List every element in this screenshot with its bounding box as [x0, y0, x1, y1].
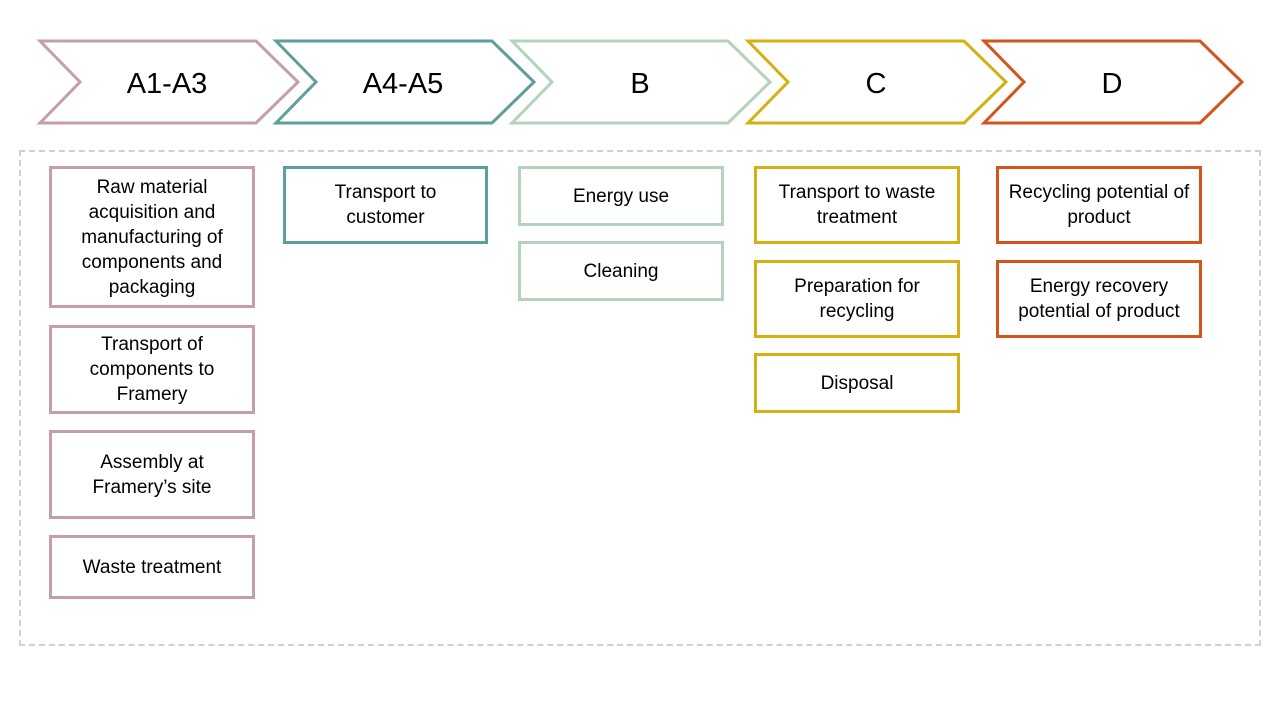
- process-box-preparation-recycling: Preparation for recycling: [754, 260, 960, 338]
- process-label: Energy recovery potential of product: [1018, 276, 1180, 322]
- process-label: Disposal: [820, 372, 894, 394]
- process-box-recycling-potential: Recycling potential of product: [996, 166, 1202, 244]
- process-box-waste-treatment: Waste treatment: [49, 535, 255, 599]
- process-box-transport-waste-treatment: Transport to waste treatment: [754, 166, 960, 244]
- process-box-assembly: Assembly at Framery’s site: [49, 430, 255, 519]
- stage-label: B: [630, 68, 649, 100]
- process-label: Cleaning: [583, 260, 659, 282]
- process-box-transport-components: Transport of components to Framery: [49, 325, 255, 414]
- chevron-shape: [980, 39, 1245, 125]
- process-label: Transport to customer: [334, 182, 437, 228]
- system-boundary-frame: [19, 150, 1261, 646]
- process-box-cleaning: Cleaning: [518, 241, 724, 301]
- process-label: Preparation for recycling: [794, 276, 920, 322]
- process-box-raw-material: Raw material acquisition and manufacturi…: [49, 166, 255, 308]
- stage-label: C: [866, 68, 887, 100]
- process-label: Waste treatment: [82, 556, 222, 578]
- stage-a4-a5-chevron: A4-A5: [272, 39, 537, 125]
- process-label: Assembly at Framery’s site: [92, 451, 212, 498]
- chevron-shape: [744, 39, 1009, 125]
- process-label: Raw material acquisition and manufacturi…: [81, 176, 223, 298]
- stage-a1-a3-chevron: A1-A3: [36, 39, 301, 125]
- stage-d-chevron: D: [980, 39, 1245, 125]
- chevron-shape: [508, 39, 773, 125]
- stage-label: D: [1102, 68, 1123, 100]
- process-box-energy-recovery: Energy recovery potential of product: [996, 260, 1202, 338]
- stage-b-chevron: B: [508, 39, 773, 125]
- process-label: Transport to waste treatment: [778, 182, 936, 228]
- stage-c-chevron: C: [744, 39, 1009, 125]
- process-label: Energy use: [572, 185, 670, 207]
- process-box-energy-use: Energy use: [518, 166, 724, 226]
- chevron-shape: [36, 39, 301, 125]
- process-box-disposal: Disposal: [754, 353, 960, 413]
- stage-label: A1-A3: [127, 68, 208, 100]
- process-label: Transport of components to Framery: [89, 334, 215, 405]
- chevron-shape: [272, 39, 537, 125]
- stage-label: A4-A5: [363, 68, 444, 100]
- stage-chevrons: A1-A3 A4-A5 B C D: [36, 39, 1245, 125]
- process-box-transport-customer: Transport to customer: [283, 166, 488, 244]
- process-label: Recycling potential of product: [1008, 182, 1190, 228]
